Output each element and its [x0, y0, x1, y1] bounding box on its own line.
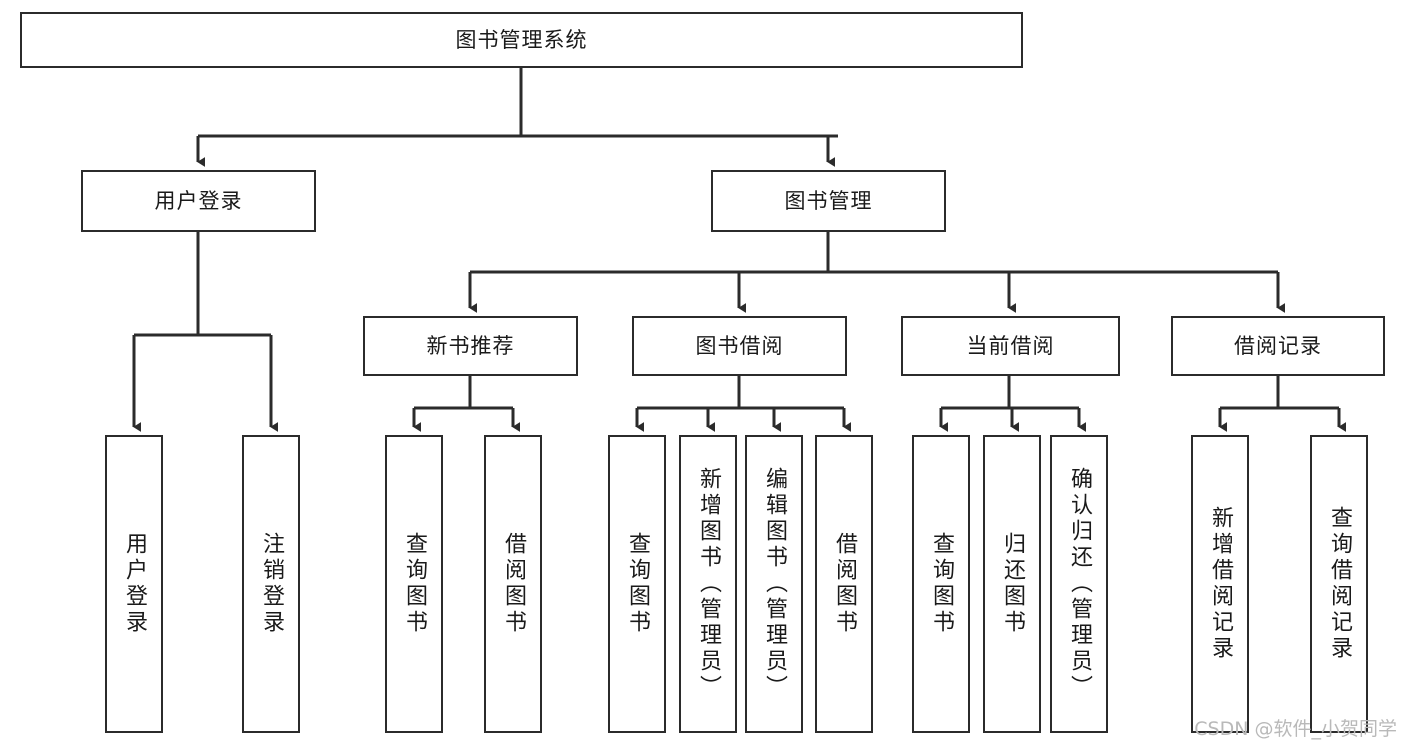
- leaf-query-book-recommend-label: 查询图书: [402, 532, 427, 636]
- leaf-borrow-book[interactable]: 借阅图书: [815, 435, 873, 733]
- leaf-query-book-current-label: 查询图书: [929, 532, 954, 636]
- leaf-query-book-borrow[interactable]: 查询图书: [608, 435, 666, 733]
- leaf-user-login[interactable]: 用户登录: [105, 435, 163, 733]
- leaf-confirm-return-admin[interactable]: 确认归还（管理员）: [1050, 435, 1108, 733]
- node-book-borrow[interactable]: 图书借阅: [632, 316, 847, 376]
- watermark-text: CSDN @软件_小贺同学: [1194, 718, 1397, 740]
- leaf-add-borrow-record-label: 新增借阅记录: [1208, 506, 1233, 662]
- leaf-query-book-current[interactable]: 查询图书: [912, 435, 970, 733]
- leaf-user-login-label: 用户登录: [122, 532, 147, 636]
- leaf-add-book-admin[interactable]: 新增图书（管理员）: [679, 435, 737, 733]
- node-book-borrow-label: 图书借阅: [695, 333, 784, 358]
- leaf-return-book-label: 归还图书: [1000, 532, 1025, 636]
- node-user-login-label: 用户登录: [154, 188, 243, 213]
- node-borrow-record-label: 借阅记录: [1234, 333, 1322, 358]
- leaf-add-book-admin-label: 新增图书（管理员）: [696, 467, 721, 701]
- node-current-borrow-label: 当前借阅: [966, 333, 1055, 358]
- node-root[interactable]: 图书管理系统: [20, 12, 1023, 68]
- node-new-book-recommend-label: 新书推荐: [426, 333, 515, 358]
- leaf-query-book-recommend[interactable]: 查询图书: [385, 435, 443, 733]
- leaf-query-book-borrow-label: 查询图书: [625, 532, 650, 636]
- node-borrow-record[interactable]: 借阅记录: [1171, 316, 1385, 376]
- leaf-query-borrow-record-label: 查询借阅记录: [1327, 506, 1352, 662]
- leaf-query-borrow-record[interactable]: 查询借阅记录: [1310, 435, 1368, 733]
- leaf-logout-label: 注销登录: [259, 532, 284, 636]
- leaf-borrow-book-recommend-label: 借阅图书: [501, 532, 526, 636]
- leaf-confirm-return-admin-label: 确认归还（管理员）: [1067, 467, 1092, 701]
- node-book-management-label: 图书管理: [784, 188, 873, 213]
- leaf-add-borrow-record[interactable]: 新增借阅记录: [1191, 435, 1249, 733]
- leaf-logout[interactable]: 注销登录: [242, 435, 300, 733]
- node-book-management[interactable]: 图书管理: [711, 170, 946, 232]
- node-new-book-recommend[interactable]: 新书推荐: [363, 316, 578, 376]
- leaf-borrow-book-recommend[interactable]: 借阅图书: [484, 435, 542, 733]
- node-user-login[interactable]: 用户登录: [81, 170, 316, 232]
- leaf-edit-book-admin[interactable]: 编辑图书（管理员）: [745, 435, 803, 733]
- leaf-edit-book-admin-label: 编辑图书（管理员）: [762, 467, 787, 701]
- leaf-borrow-book-label: 借阅图书: [832, 532, 857, 636]
- node-current-borrow[interactable]: 当前借阅: [901, 316, 1120, 376]
- node-root-label: 图书管理系统: [455, 27, 588, 52]
- leaf-return-book[interactable]: 归还图书: [983, 435, 1041, 733]
